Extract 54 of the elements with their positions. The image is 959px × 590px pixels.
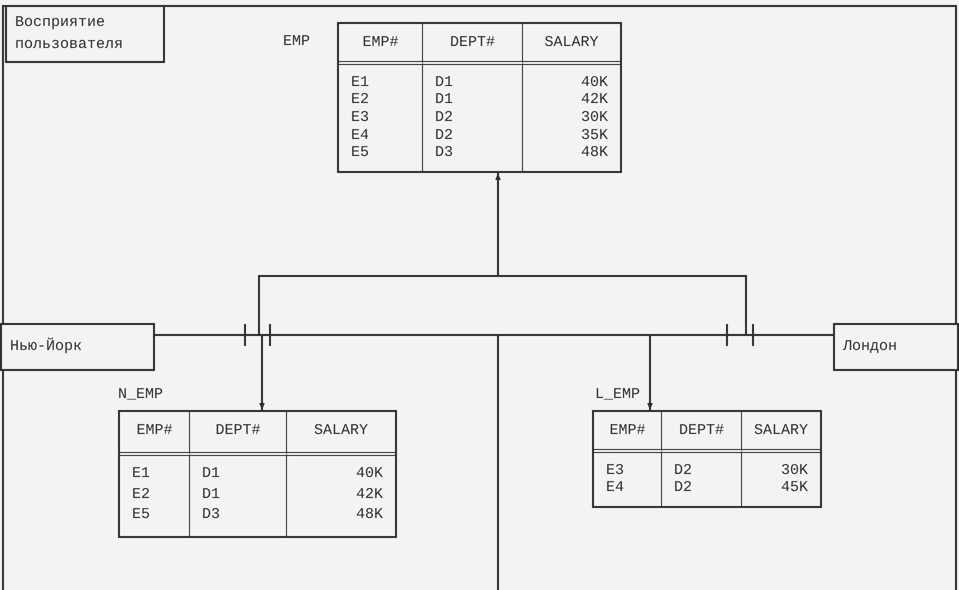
column-header: SALARY (287, 412, 395, 456)
data-table (337, 22, 622, 173)
table-value: E2 (339, 91, 423, 109)
table-value: E3 (594, 452, 662, 480)
table-value: 45K (780, 479, 809, 498)
table-name: EMP (283, 33, 310, 50)
column-header: SALARY (742, 412, 820, 453)
table-value: E1 (120, 456, 190, 486)
site-label: Нью-Йорк (0, 323, 155, 371)
arrow (259, 335, 265, 410)
table-value: D2 (662, 479, 742, 506)
site-label: Лондон (833, 323, 959, 371)
table-value: E5 (120, 506, 190, 536)
table-name: N_EMP (118, 386, 164, 403)
table-value: 42K (580, 91, 609, 109)
column-header: DEPT# (190, 412, 287, 456)
table-value: D1 (423, 64, 523, 92)
table-value: E4 (594, 479, 662, 506)
site-label: Восприятие пользователя (5, 5, 165, 63)
table-value: D3 (423, 144, 523, 171)
table-value: E3 (339, 108, 423, 127)
connector-line (497, 335, 499, 590)
column-header: EMP# (339, 24, 423, 65)
table-value: D2 (423, 108, 523, 127)
table-value: 48K (580, 144, 609, 164)
table-name: L_EMP (595, 386, 640, 403)
table-value: 35K (580, 126, 609, 144)
table-value: 42K (354, 486, 384, 504)
data-table (592, 410, 822, 508)
table-value: D1 (190, 456, 287, 486)
table-value: D2 (423, 126, 523, 144)
column-header: EMP# (120, 412, 190, 456)
table-value: D2 (662, 452, 742, 480)
table-value: 40K (354, 464, 384, 484)
connector-line (155, 334, 833, 336)
table-value: 40K (580, 72, 609, 92)
table-value: E1 (339, 64, 423, 92)
data-table (118, 410, 397, 538)
column-header: DEPT# (423, 24, 523, 65)
table-value: E4 (339, 126, 423, 144)
table-value: E5 (339, 144, 423, 171)
table-value: D1 (423, 91, 523, 109)
column-header: SALARY (523, 24, 620, 65)
table-value: D1 (190, 486, 287, 506)
table-value: E2 (120, 486, 190, 506)
table-value: D3 (190, 506, 287, 536)
table-value: 48K (354, 506, 384, 526)
arrow (647, 335, 653, 410)
column-header: DEPT# (662, 412, 742, 453)
column-header: EMP# (594, 412, 662, 453)
table-value: 30K (580, 108, 609, 127)
arrow (495, 173, 501, 275)
table-value: 30K (780, 460, 809, 480)
junction-box (258, 275, 747, 335)
